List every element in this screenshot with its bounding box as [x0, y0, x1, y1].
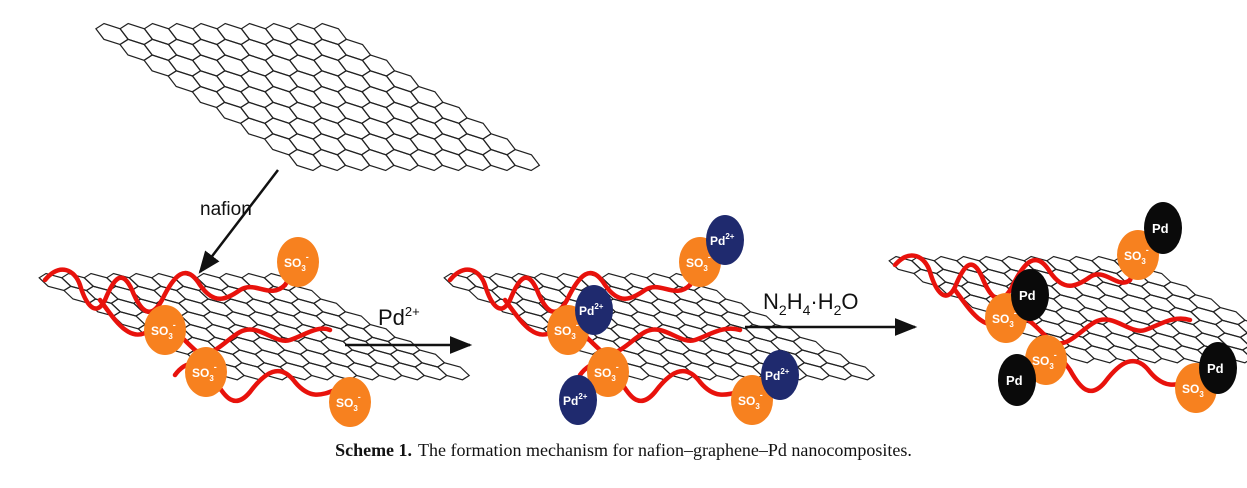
- pd-metal-blob: Pd: [1199, 342, 1237, 394]
- svg-text:SO3-: SO3-: [1124, 245, 1149, 266]
- pd-ion-blob: Pd2+: [575, 285, 613, 335]
- nafion-label: nafion: [200, 199, 252, 220]
- svg-text:Pd2+: Pd2+: [579, 302, 604, 318]
- caption-label: Scheme 1.: [335, 440, 413, 460]
- reducer-label: N2H4·H2O: [763, 289, 859, 318]
- hexagon-ring: [841, 362, 876, 381]
- pd-ion-groups: Pd2+ Pd2+ Pd2+ Pd2+: [559, 215, 799, 425]
- sulfonate-blob: SO3-: [277, 237, 319, 287]
- hexagon-ring: [1241, 346, 1247, 355]
- pd-ion-label: Pd2+: [378, 304, 420, 330]
- hexagon-ring: [436, 362, 471, 381]
- sulfonate-blob: SO3-: [1025, 335, 1067, 385]
- svg-text:Pd2+: Pd2+: [563, 392, 588, 408]
- nafion-chain: [97, 297, 333, 356]
- pd-ion-blob: Pd2+: [559, 375, 597, 425]
- svg-text:SO3-: SO3-: [284, 252, 309, 273]
- hexagon-ring: [506, 148, 541, 172]
- svg-text:SO3-: SO3-: [554, 320, 579, 341]
- svg-text:SO3-: SO3-: [336, 392, 361, 413]
- svg-text:SO3-: SO3-: [1032, 350, 1057, 371]
- pd-ion-blob: Pd2+: [761, 350, 799, 400]
- sulfonate-blob: SO3-: [329, 377, 371, 427]
- figure-caption: Scheme 1.The formation mechanism for naf…: [0, 440, 1247, 461]
- pd-metal-blob: Pd: [1011, 269, 1049, 321]
- pd-metal-groups: Pd Pd Pd Pd: [998, 202, 1237, 406]
- svg-text:Pd: Pd: [1207, 361, 1224, 376]
- svg-text:SO3-: SO3-: [594, 362, 619, 383]
- svg-text:SO3-: SO3-: [192, 362, 217, 383]
- svg-text:Pd2+: Pd2+: [710, 232, 735, 248]
- caption-text: The formation mechanism for nafion–graph…: [418, 440, 912, 460]
- graphene-sheet-top: [95, 22, 541, 172]
- svg-text:Pd: Pd: [1152, 221, 1169, 236]
- graphene-sheet-pd-metal: [888, 255, 1247, 364]
- nafion-arrow: [198, 169, 279, 274]
- svg-text:Pd: Pd: [1019, 288, 1036, 303]
- sulfonate-blob: SO3-: [144, 305, 186, 355]
- svg-text:SO3-: SO3-: [686, 252, 711, 273]
- svg-text:SO3-: SO3-: [738, 390, 763, 411]
- hexagon-ring: [1237, 319, 1247, 334]
- svg-text:Pd: Pd: [1006, 373, 1023, 388]
- svg-text:SO3-: SO3-: [992, 308, 1017, 329]
- sulfonate-blob: SO3-: [731, 375, 773, 425]
- svg-text:Pd2+: Pd2+: [765, 367, 790, 383]
- sulfonate-groups: SO3- SO3- SO3- SO3- SO3- SO3-: [144, 230, 1217, 427]
- pd-ion-blob: Pd2+: [706, 215, 744, 265]
- pd-metal-blob: Pd: [998, 354, 1036, 406]
- nafion-chain: [42, 267, 288, 314]
- sulfonate-blob: SO3-: [587, 347, 629, 397]
- sulfonate-blob: SO3-: [185, 347, 227, 397]
- svg-text:SO3-: SO3-: [151, 320, 176, 341]
- pd-metal-blob: Pd: [1144, 202, 1182, 254]
